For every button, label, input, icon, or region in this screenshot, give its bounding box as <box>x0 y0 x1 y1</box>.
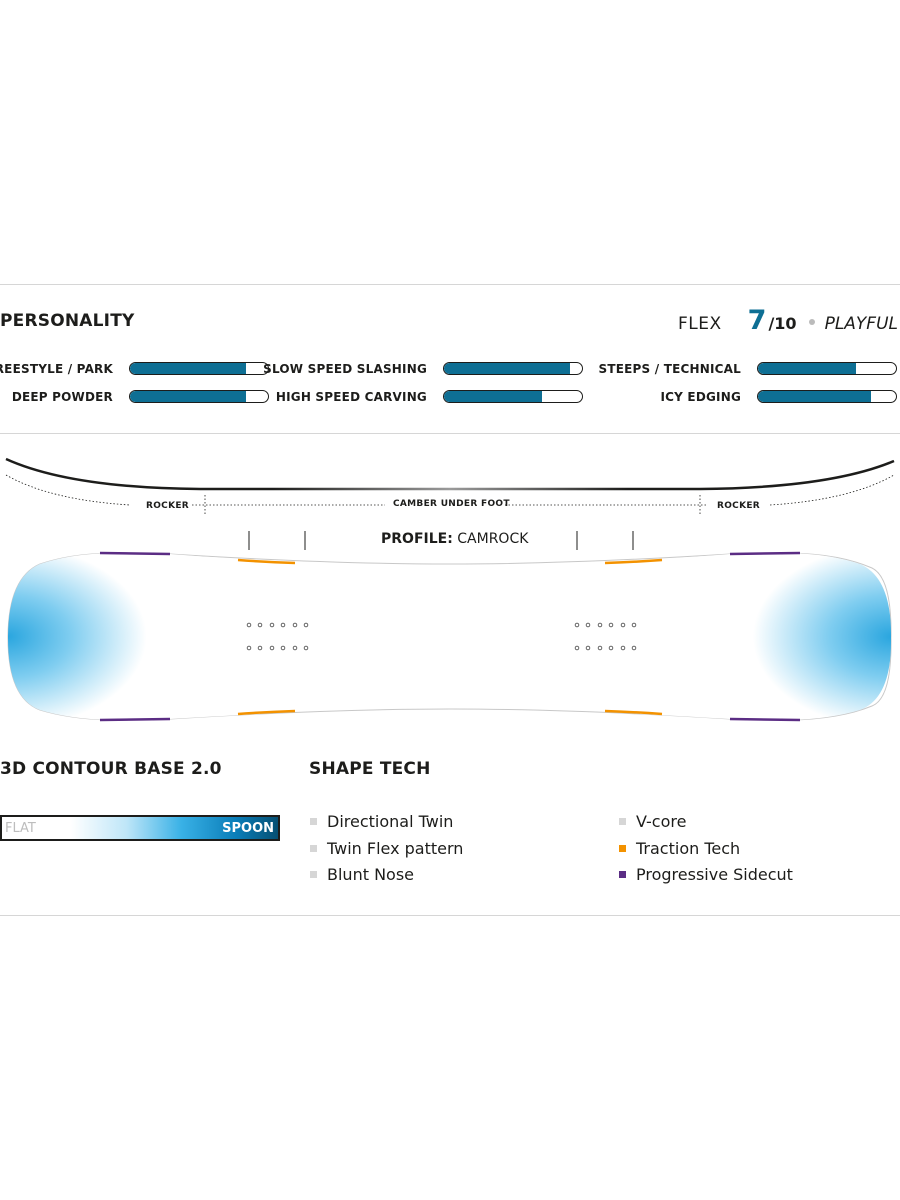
tech-bullet-icon <box>310 871 317 878</box>
profile-curve <box>5 457 895 491</box>
tech-bullet-icon <box>619 818 626 825</box>
separator-dot-icon <box>808 319 815 325</box>
profile-diagram <box>5 457 895 514</box>
insert-markers <box>248 531 634 550</box>
metric-fill-steeps-technical <box>758 363 856 374</box>
tech-item-label: Progressive Sidecut <box>636 865 793 884</box>
sidecut-edge-top-left <box>99 551 171 556</box>
metric-fill-slow-speed-slashing <box>444 363 570 374</box>
traction-edge-top-left <box>237 558 296 565</box>
tech-bullet-icon <box>310 845 317 852</box>
metric-bar-slow-speed-slashing <box>443 362 583 375</box>
camber-label: CAMBER UNDER FOOT <box>393 499 510 509</box>
tech-item-blunt-nose: Blunt Nose <box>310 865 414 884</box>
metric-bar-deep-powder <box>129 390 269 403</box>
metric-fill-deep-powder <box>130 391 246 402</box>
metric-label-deep-powder: DEEP POWDER <box>11 390 113 404</box>
rocker-left-label: ROCKER <box>146 501 190 511</box>
flex-feel: PLAYFUL <box>824 314 898 334</box>
shape-tech-title: SHAPE TECH <box>309 759 431 779</box>
metric-label-slow-speed-slashing: SLOW SPEED SLASHING <box>263 362 427 376</box>
binding-inserts-rear <box>574 622 637 651</box>
profile-name-value: CAMROCK <box>457 531 529 547</box>
tech-item-progressive-sidecut: Progressive Sidecut <box>619 865 793 884</box>
top-divider <box>0 284 900 285</box>
tech-item-label: Directional Twin <box>327 812 454 831</box>
metric-bar-icy-edging <box>757 390 897 403</box>
tech-item-v-core: V-core <box>619 812 686 831</box>
contour-title: 3D CONTOUR BASE 2.0 <box>0 759 222 779</box>
personality-title: PERSONALITY <box>0 311 135 331</box>
profile-name: PROFILE: CAMROCK <box>381 531 528 547</box>
sidecut-edge-bottom-left <box>99 717 171 722</box>
sidecut-edge-bottom-right <box>729 717 801 722</box>
metric-label-steeps-technical: STEEPS / TECHNICAL <box>598 362 741 376</box>
tech-item-label: Traction Tech <box>636 839 741 858</box>
binding-inserts-front <box>246 622 309 651</box>
tech-item-label: Twin Flex pattern <box>327 839 464 858</box>
contour-gradient-bar: FLAT SPOON <box>0 815 280 841</box>
rocker-reference-line <box>5 474 131 506</box>
metric-label-freestyle: FREESTYLE / PARK <box>0 362 113 376</box>
middle-divider <box>0 433 900 434</box>
tech-item-label: V-core <box>636 812 687 831</box>
traction-edge-bottom-left <box>237 709 296 716</box>
rocker-right-label: ROCKER <box>717 501 761 511</box>
profile-name-label: PROFILE: <box>381 531 453 547</box>
metric-bar-steeps-technical <box>757 362 897 375</box>
tech-bullet-icon <box>310 818 317 825</box>
tech-item-twin-flex: Twin Flex pattern <box>310 839 463 858</box>
snowboard-base-illustration <box>7 551 892 722</box>
contour-spoon-label: SPOON <box>222 821 274 836</box>
metric-fill-icy-edging <box>758 391 872 402</box>
metric-bar-freestyle <box>129 362 269 375</box>
metric-bar-high-speed-carving <box>443 390 583 403</box>
tech-item-label: Blunt Nose <box>327 865 414 884</box>
flex-rating: FLEX 7 /10 PLAYFUL <box>678 305 898 336</box>
metric-fill-high-speed-carving <box>444 391 542 402</box>
flex-max: /10 <box>768 314 797 333</box>
traction-edge-top-right <box>604 558 663 565</box>
traction-edge-bottom-right <box>604 709 663 716</box>
sidecut-edge-top-right <box>729 551 801 556</box>
bottom-divider <box>0 915 900 916</box>
flex-label: FLEX <box>678 314 722 334</box>
flex-value: 7 <box>747 305 767 336</box>
tech-bullet-icon <box>619 845 626 852</box>
contour-flat-label: FLAT <box>5 821 36 836</box>
metric-label-icy-edging: ICY EDGING <box>660 390 741 404</box>
tech-item-traction-tech: Traction Tech <box>619 839 740 858</box>
metric-label-high-speed-carving: HIGH SPEED CARVING <box>275 390 427 404</box>
metric-fill-freestyle <box>130 363 246 374</box>
tech-item-directional-twin: Directional Twin <box>310 812 453 831</box>
tech-bullet-icon <box>619 871 626 878</box>
